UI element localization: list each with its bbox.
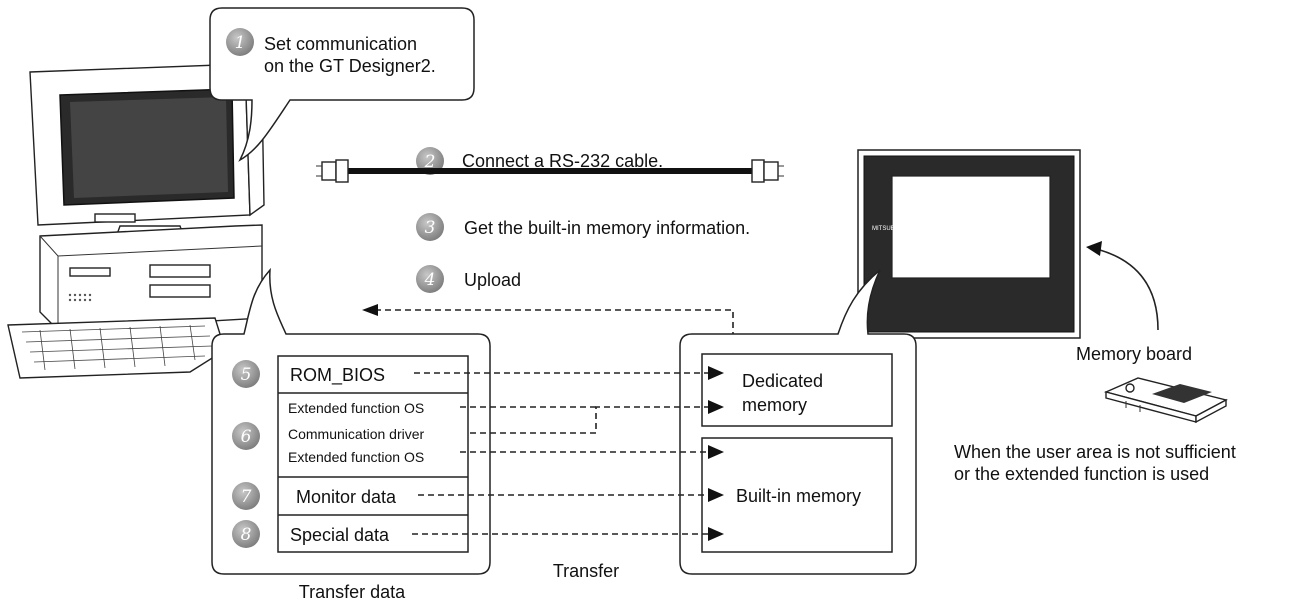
dedicated-memory-line1: Dedicated — [742, 371, 823, 391]
step-1-number: 1 — [235, 33, 246, 53]
personal-computer-illustration — [7, 61, 265, 379]
got-memory-panel: Dedicated memory Built-in memory — [679, 269, 917, 575]
transfer-data-caption: Transfer data — [299, 582, 406, 602]
upload-arrowhead — [362, 304, 378, 316]
step-6-badge — [232, 422, 260, 450]
step1-callout: 1 Set communication on the GT Designer2. — [209, 7, 475, 162]
step-8-number: 8 — [241, 525, 252, 545]
transfer-arrows — [412, 366, 724, 541]
step-4-badge — [416, 265, 444, 293]
memory-board-label: Memory board — [1076, 344, 1192, 364]
transfer-caption: Transfer — [553, 561, 619, 581]
got-logo: MITSUBISHI — [872, 226, 907, 232]
memory-board-section: Memory board When the user area is not s… — [954, 241, 1236, 484]
step-4-number: 4 — [424, 270, 436, 290]
step-1-text-line1: Set communication — [264, 34, 417, 54]
memory-board-note-line2: or the extended function is used — [954, 464, 1209, 484]
step-3-badge — [416, 213, 444, 241]
rom-bios-label: ROM_BIOS — [290, 365, 385, 386]
step-7-badge — [232, 482, 260, 510]
step-1-text-line2: on the GT Designer2. — [264, 56, 436, 76]
builtin-memory-label: Built-in memory — [736, 486, 861, 506]
special-data-label: Special data — [290, 525, 390, 545]
dedicated-memory-box — [701, 353, 893, 427]
got-unit-illustration: MITSUBISHI — [857, 149, 1081, 339]
transfer-data-panel: 5 6 7 8 ROM_BIOS Extended function OS Co… — [211, 267, 491, 575]
step-3: 3 Get the built-in memory information. — [416, 213, 750, 241]
memory-board-icon — [1103, 377, 1228, 424]
memory-board-arrow — [1099, 249, 1159, 331]
step-6-number: 6 — [241, 427, 252, 447]
memory-board-note-line1: When the user area is not sufficient — [954, 442, 1236, 462]
step-5-badge — [232, 360, 260, 388]
extended-os-label-1: Extended function OS — [288, 400, 424, 416]
rs232-cable-icon — [316, 159, 784, 183]
builtin-memory-box — [701, 437, 893, 553]
transfer-data-table — [277, 355, 469, 553]
step-4-text: Upload — [464, 270, 521, 290]
step-8-badge — [232, 520, 260, 548]
step-3-number: 3 — [425, 218, 436, 238]
monitor-data-label: Monitor data — [296, 487, 397, 507]
step-2-number: 2 — [424, 152, 436, 172]
step-2-text: Connect a RS-232 cable. — [462, 151, 663, 171]
step-7-number: 7 — [241, 487, 252, 507]
communication-driver-label: Communication driver — [288, 426, 424, 442]
step-1-badge — [226, 28, 254, 56]
step-5-number: 5 — [241, 365, 252, 385]
dedicated-memory-line2: memory — [742, 395, 807, 415]
step-4: 4 Upload — [416, 265, 521, 293]
extended-os-label-2: Extended function OS — [288, 449, 424, 465]
step-3-text: Get the built-in memory information. — [464, 218, 750, 238]
